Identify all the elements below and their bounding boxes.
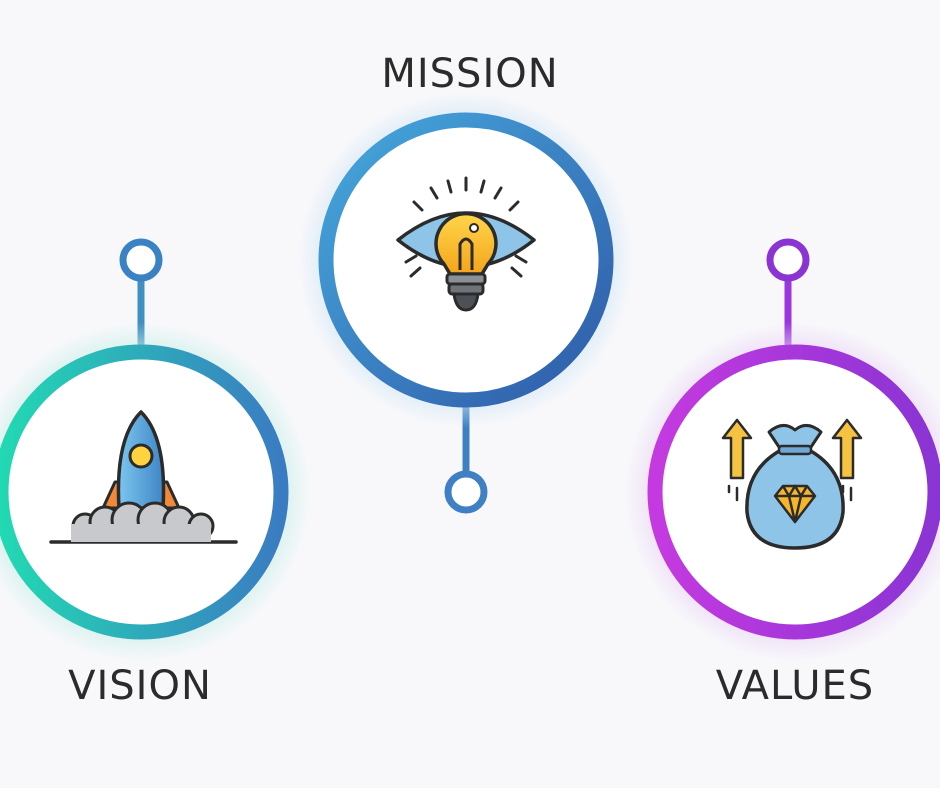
junction-values	[766, 238, 810, 282]
junction-mission	[444, 470, 488, 514]
rocket-icon	[49, 410, 238, 544]
diamond-icon	[773, 484, 817, 524]
junction-nodes	[119, 238, 810, 514]
vision-node	[0, 322, 311, 662]
vision-label: VISION	[68, 663, 212, 709]
mission-node	[298, 92, 634, 428]
junction-vision	[119, 238, 163, 282]
arrow-up-icon	[721, 418, 863, 480]
values-node	[625, 322, 940, 662]
mission-label: MISSION	[381, 51, 559, 97]
eye-lightbulb-icon	[396, 176, 536, 312]
money-bag-diamond-icon	[721, 418, 863, 550]
values-label: VALUES	[715, 663, 875, 709]
